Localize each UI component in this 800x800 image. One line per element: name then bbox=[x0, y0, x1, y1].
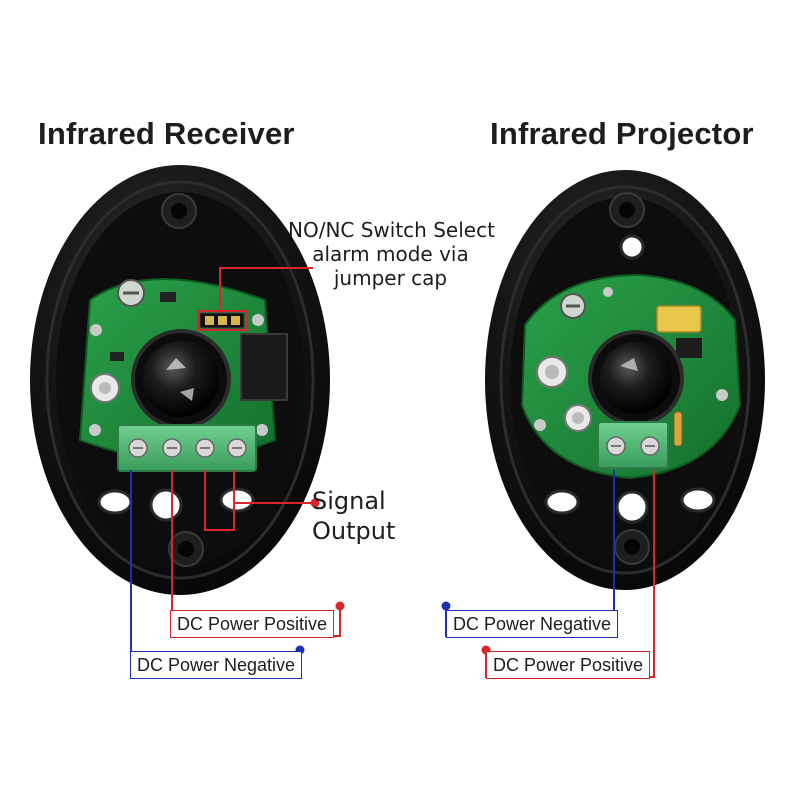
receiver-jumper-pin-3 bbox=[231, 316, 240, 325]
receiver-positive-dot bbox=[335, 601, 345, 611]
switch-note-line-1: NO/NC Switch Select bbox=[288, 218, 495, 242]
signal-note: Signal Output bbox=[312, 486, 412, 546]
receiver-slot-right bbox=[219, 487, 255, 513]
receiver-terminal-block bbox=[117, 424, 257, 472]
receiver-device bbox=[30, 165, 330, 595]
projector-ic-chip bbox=[676, 338, 702, 358]
receiver-smd-1 bbox=[90, 324, 102, 336]
projector-capacitor-2-top bbox=[572, 412, 584, 424]
switch-note-line-3: jumper cap bbox=[333, 266, 448, 290]
projector-slot-right bbox=[680, 487, 716, 513]
projector-mount-hole-second bbox=[619, 234, 645, 260]
projector-mount-hole-bottom-core bbox=[624, 539, 640, 555]
projector-device bbox=[485, 170, 765, 590]
receiver-lens-reflection-1 bbox=[166, 358, 186, 370]
receiver-lens-reflection-2 bbox=[180, 388, 194, 401]
projector-positive-label: DC Power Positive bbox=[486, 651, 651, 679]
projector-housing-rim bbox=[499, 185, 751, 575]
receiver-cable-hole bbox=[149, 488, 183, 522]
receiver-jumper-pin-2 bbox=[218, 316, 227, 325]
projector-negative-label: DC Power Negative bbox=[446, 610, 619, 638]
receiver-title: Infrared Receiver bbox=[38, 116, 295, 151]
projector-terminal-block bbox=[597, 421, 669, 469]
receiver-smd-3 bbox=[89, 424, 101, 436]
receiver-mount-hole-top-core bbox=[171, 203, 187, 219]
receiver-negative-label: DC Power Negative bbox=[130, 651, 303, 679]
receiver-chip-2 bbox=[110, 352, 124, 361]
switch-note-line-2: alarm mode via bbox=[312, 242, 469, 266]
signal-note-line-1: Signal bbox=[312, 487, 386, 515]
projector-ir-lens-glass bbox=[600, 342, 672, 414]
projector-capacitor-1-top bbox=[545, 365, 559, 379]
switch-note: NO/NC Switch Select alarm mode via jumpe… bbox=[288, 218, 495, 290]
projector-lens-reflection bbox=[620, 358, 638, 371]
receiver-ir-lens-glass bbox=[143, 341, 219, 417]
projector-negative-dot bbox=[441, 601, 451, 611]
projector-smd-2 bbox=[716, 389, 728, 401]
signal-output-bracket bbox=[204, 470, 235, 531]
receiver-chip-1 bbox=[160, 292, 176, 302]
receiver-housing-rim bbox=[45, 180, 315, 580]
projector-resistor bbox=[673, 411, 683, 447]
receiver-slot-left bbox=[97, 489, 133, 515]
receiver-smd-4 bbox=[256, 424, 268, 436]
projector-cable-hole bbox=[615, 490, 649, 524]
receiver-positive-label: DC Power Positive bbox=[170, 610, 335, 638]
projector-mount-hole-top-core bbox=[619, 202, 635, 218]
switch-callout-box bbox=[197, 310, 248, 331]
receiver-smd-2 bbox=[252, 314, 264, 326]
projector-slot-left bbox=[544, 489, 580, 515]
projector-smd-1 bbox=[534, 419, 546, 431]
projector-yellow-capacitor bbox=[656, 305, 702, 333]
signal-note-line-2: Output bbox=[312, 517, 396, 545]
projector-smd-3 bbox=[603, 287, 613, 297]
receiver-mount-hole-bottom-core bbox=[178, 541, 194, 557]
signal-output-dot bbox=[310, 498, 320, 508]
projector-title: Infrared Projector bbox=[490, 116, 754, 151]
receiver-relay bbox=[240, 333, 288, 401]
receiver-jumper-pin-1 bbox=[205, 316, 214, 325]
switch-callout-line bbox=[219, 267, 313, 313]
receiver-capacitor-top bbox=[99, 382, 111, 394]
